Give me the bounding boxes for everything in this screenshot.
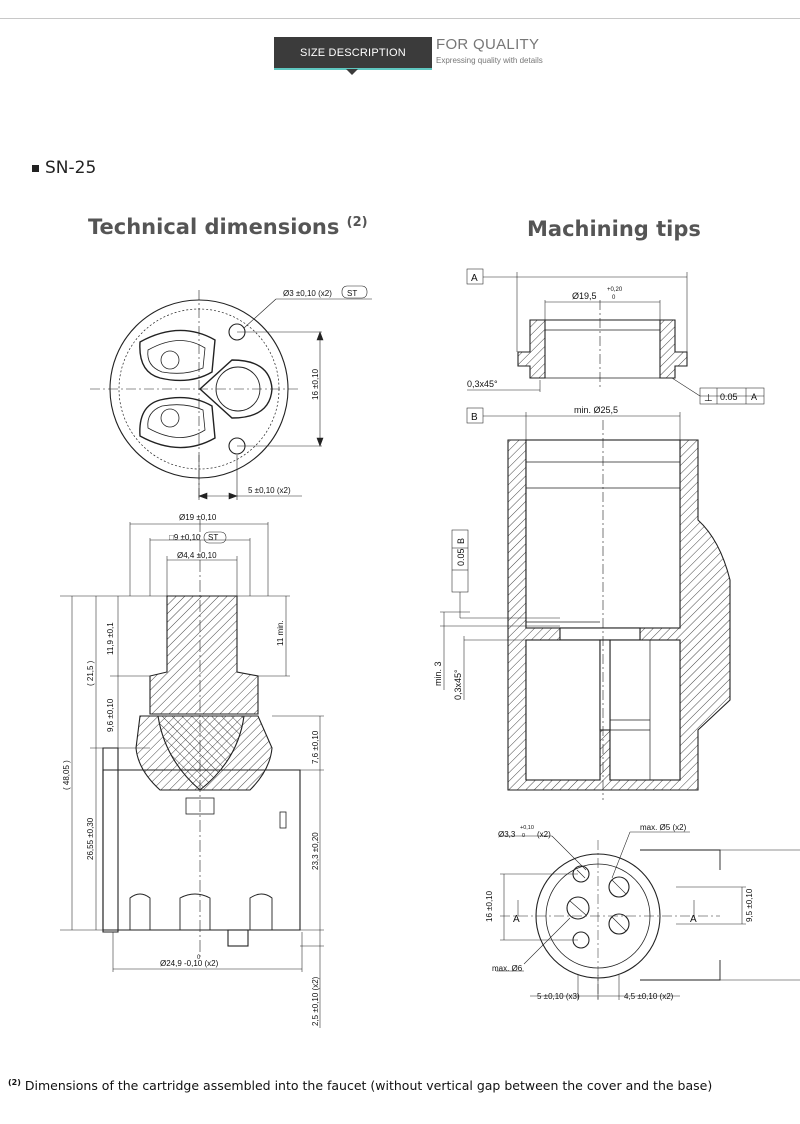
perp-value-label: 0.05 — [720, 392, 738, 402]
dim-11-9-label: 11,9 ±0,1 — [106, 622, 115, 655]
dim-16-label: 16 ±0,10 — [485, 890, 494, 922]
dim-height-label: 16 ±0,10 — [311, 368, 320, 400]
machining-housing-dimensions — [440, 407, 681, 700]
header-tagline: Expressing quality with details — [436, 56, 543, 65]
perp-b-ref-label: B — [456, 538, 466, 544]
dim-d19-label: Ø19 ±0,10 — [179, 513, 217, 522]
dim-48-05-label: ( 48,05 ) — [62, 760, 71, 790]
section-a-left-label: A — [513, 914, 520, 925]
machining-bottom-dimensions — [496, 831, 746, 1000]
dim-hole-label: Ø3 ±0,10 (x2) — [283, 289, 332, 298]
chamfer-mid-label: 0,3x45° — [453, 669, 463, 700]
dim-7-6-label: 7,6 ±0,10 — [311, 730, 320, 764]
datum-a-label: A — [471, 273, 478, 284]
header-title: FOR QUALITY — [436, 36, 540, 53]
side-section-dimensions — [60, 522, 324, 1028]
top-view-drawing — [90, 290, 300, 498]
dim-3-3-tol-upper: +0,10 — [520, 825, 534, 831]
footnote-ref: (2) — [346, 215, 368, 230]
dim-d44-label: Ø4,4 ±0,10 — [177, 551, 217, 560]
dim-spacing-label: 5 ±0,10 (x2) — [248, 486, 291, 495]
dim-19-5-tol-lower: 0 — [612, 295, 616, 301]
dim-st-side-label: ST — [208, 533, 218, 542]
model-name: SN-25 — [45, 158, 97, 178]
dim-3-3-tol-lower: 0 — [522, 833, 525, 839]
dim-11min-label: 11 min. — [276, 620, 285, 646]
dim-st-label: ST — [347, 289, 357, 298]
dim-min-25-5-label: min. Ø25,5 — [574, 405, 618, 415]
machining-tips-heading: Machining tips — [527, 217, 701, 241]
model-label: SN-25 — [32, 158, 96, 178]
section-a-right-label: A — [690, 914, 697, 925]
technical-dimensions-heading: Technical dimensions (2) — [88, 215, 368, 239]
datum-b-label: B — [471, 412, 478, 423]
dim-min-3-label: min. 3 — [433, 661, 443, 686]
dim-9-5-label: 9,5 ±0,10 — [745, 888, 754, 922]
perpendicularity-icon: ⊥ — [704, 393, 713, 404]
dim-24-9-label: Ø24,9 -0,10 (x2) — [160, 959, 219, 968]
dim-9-6-label: 9,6 ±0,10 — [106, 698, 115, 732]
dim-21-5-label: ( 21,5 ) — [86, 660, 95, 686]
top-divider — [0, 18, 800, 19]
dim-23-3-label: 23,3 ±0,20 — [311, 832, 320, 870]
banner-arrow-icon — [346, 69, 358, 75]
footnote: (2) Dimensions of the cartridge assemble… — [8, 1078, 712, 1093]
dim-5-label: 5 ±0,10 (x3) — [537, 992, 580, 1001]
footnote-text: Dimensions of the cartridge assembled in… — [24, 1078, 713, 1094]
footnote-marker: (2) — [8, 1078, 21, 1087]
top-view-dimensions — [198, 285, 372, 500]
dim-max-6-label: max. Ø6 — [492, 964, 523, 973]
dim-2-5-label: 2,5 ±0,10 (x2) — [311, 976, 320, 1026]
dim-3-3-count: (x2) — [537, 830, 551, 839]
square-bullet-icon — [32, 164, 39, 172]
dim-19-5-label: Ø19,5 — [572, 291, 597, 301]
perp-b-value-label: 0.05 — [456, 548, 466, 566]
machining-seat-dimensions — [466, 268, 765, 405]
size-description-banner: SIZE DESCRIPTION — [274, 37, 432, 69]
dim-max-5-label: max. Ø5 (x2) — [640, 823, 687, 832]
machining-bottom-view-drawing — [500, 840, 800, 1000]
technical-dimensions-text: Technical dimensions — [88, 215, 340, 239]
dim-19-5-tol-upper: +0,20 — [607, 287, 623, 293]
dim-4-5-label: 4,5 ±0,10 (x2) — [624, 992, 674, 1001]
machining-housing-drawing — [507, 420, 731, 800]
dim-3-3-label: Ø3,3 — [498, 830, 516, 839]
dim-sq9-label: □9 ±0,10 — [169, 533, 201, 542]
machining-seat-drawing — [517, 300, 688, 390]
chamfer-top-label: 0,3x45° — [467, 379, 498, 389]
side-section-drawing — [102, 520, 301, 960]
dim-26-55-label: 26,55 ±0,30 — [86, 817, 95, 860]
perp-ref-label: A — [751, 392, 757, 402]
dim-24-9-upper-tol: 0 — [197, 955, 201, 961]
